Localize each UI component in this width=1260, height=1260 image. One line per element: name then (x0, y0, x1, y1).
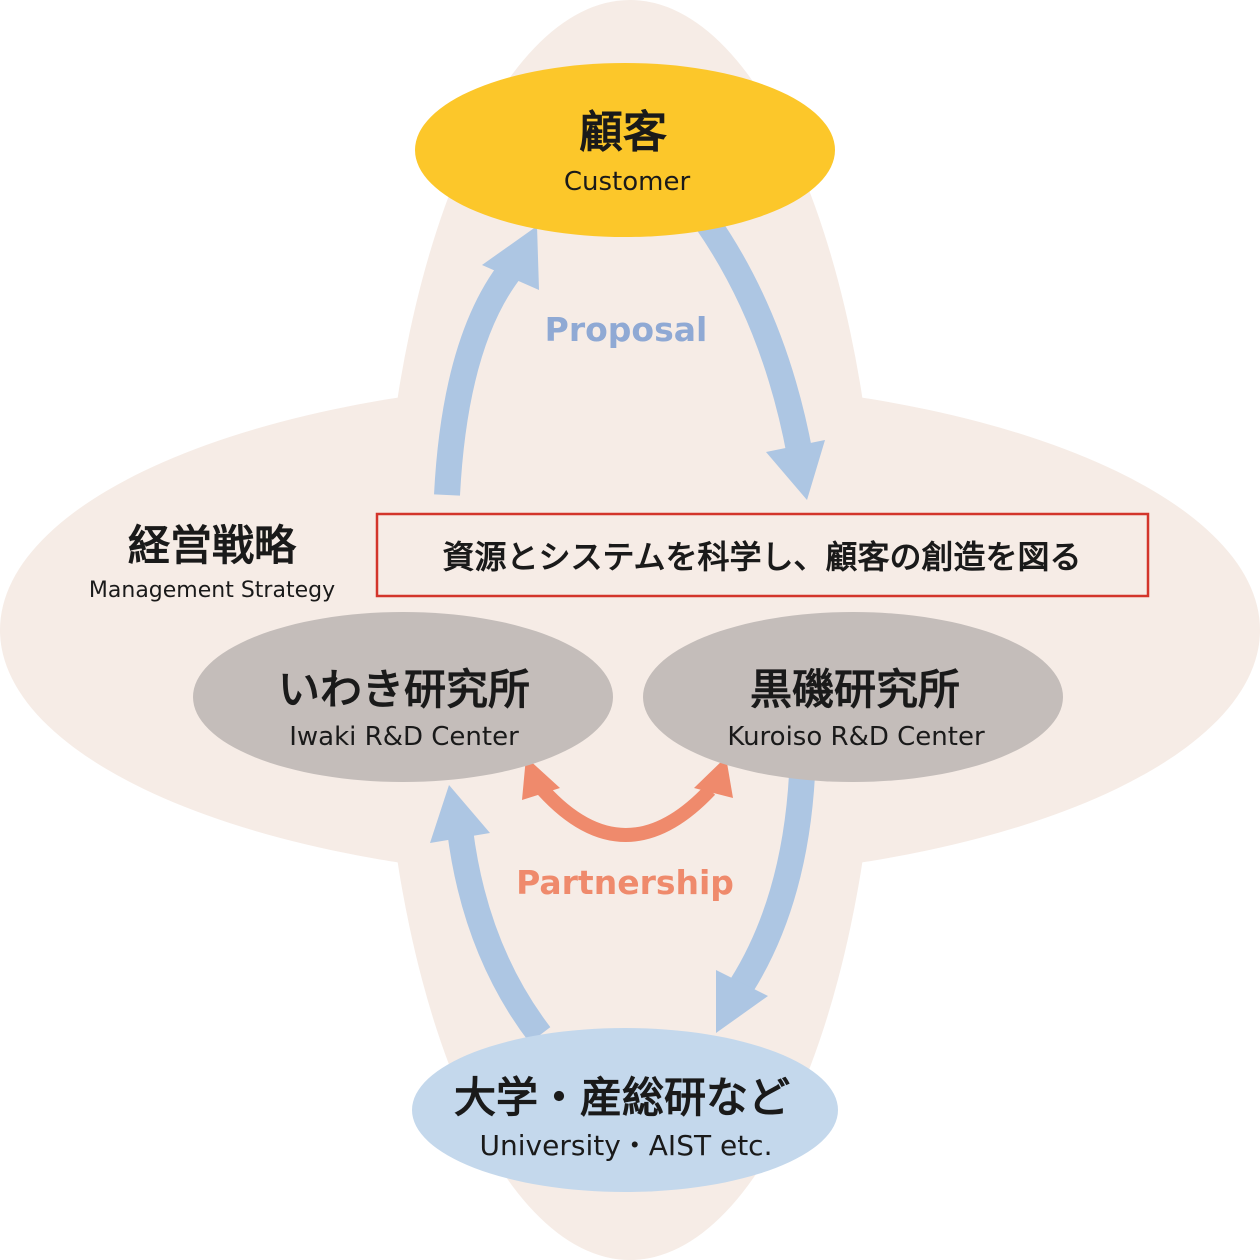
mission-border (375, 512, 1150, 598)
iwaki-ellipse (193, 612, 613, 782)
partnership-arrow-head-left (522, 757, 560, 800)
iwaki-node: いわき研究所 Iwaki R&D Center (193, 612, 613, 782)
partnership-label: Partnership (516, 863, 734, 902)
background-horizontal-ellipse (0, 380, 1260, 880)
mission-statement: 資源とシステムを科学し、顧客の創造を図る (442, 538, 1081, 576)
partnership-arrow (522, 757, 733, 842)
proposal-label: Proposal (545, 310, 708, 349)
iwaki-title-en: Iwaki R&D Center (289, 722, 519, 752)
customer-title-en: Customer (564, 167, 691, 197)
arrow-university-to-iwaki-head (430, 785, 490, 843)
management-strategy-label: 経営戦略 Management Strategy (89, 521, 335, 603)
university-ellipse (412, 1028, 838, 1192)
mission-box: 資源とシステムを科学し、顧客の創造を図る (375, 512, 1150, 598)
kuroiso-ellipse (643, 612, 1063, 782)
management-title-en: Management Strategy (89, 578, 335, 603)
university-node: 大学・産総研など University・AIST etc. (412, 1028, 838, 1192)
customer-title-jp: 顧客 (579, 107, 667, 158)
kuroiso-node: 黒磯研究所 Kuroiso R&D Center (643, 612, 1063, 782)
research-flow-arrows (430, 774, 815, 1043)
iwaki-title-jp: いわき研究所 (278, 665, 530, 714)
university-title-en: University・AIST etc. (480, 1129, 773, 1162)
arrow-up-to-customer-head (482, 226, 539, 290)
customer-ellipse (415, 63, 835, 237)
partnership-arrow-shaft (537, 785, 716, 842)
arrow-up-to-customer-shaft (434, 259, 523, 496)
partnership-arrow-head-right (694, 757, 733, 798)
arrow-down-from-customer-head (766, 440, 825, 500)
arrow-kuroiso-to-university-head (716, 970, 768, 1033)
proposal-arrows (434, 214, 825, 500)
kuroiso-title-jp: 黒磯研究所 (750, 665, 960, 714)
arrow-kuroiso-to-university-shaft (730, 774, 815, 992)
management-title-jp: 経営戦略 (128, 521, 297, 570)
arrow-university-to-iwaki-shaft (447, 828, 551, 1043)
university-title-jp: 大学・産総研など (454, 1073, 790, 1122)
arrow-down-from-customer-shaft (696, 214, 813, 458)
kuroiso-title-en: Kuroiso R&D Center (727, 722, 985, 752)
customer-node: 顧客 Customer (415, 63, 835, 237)
